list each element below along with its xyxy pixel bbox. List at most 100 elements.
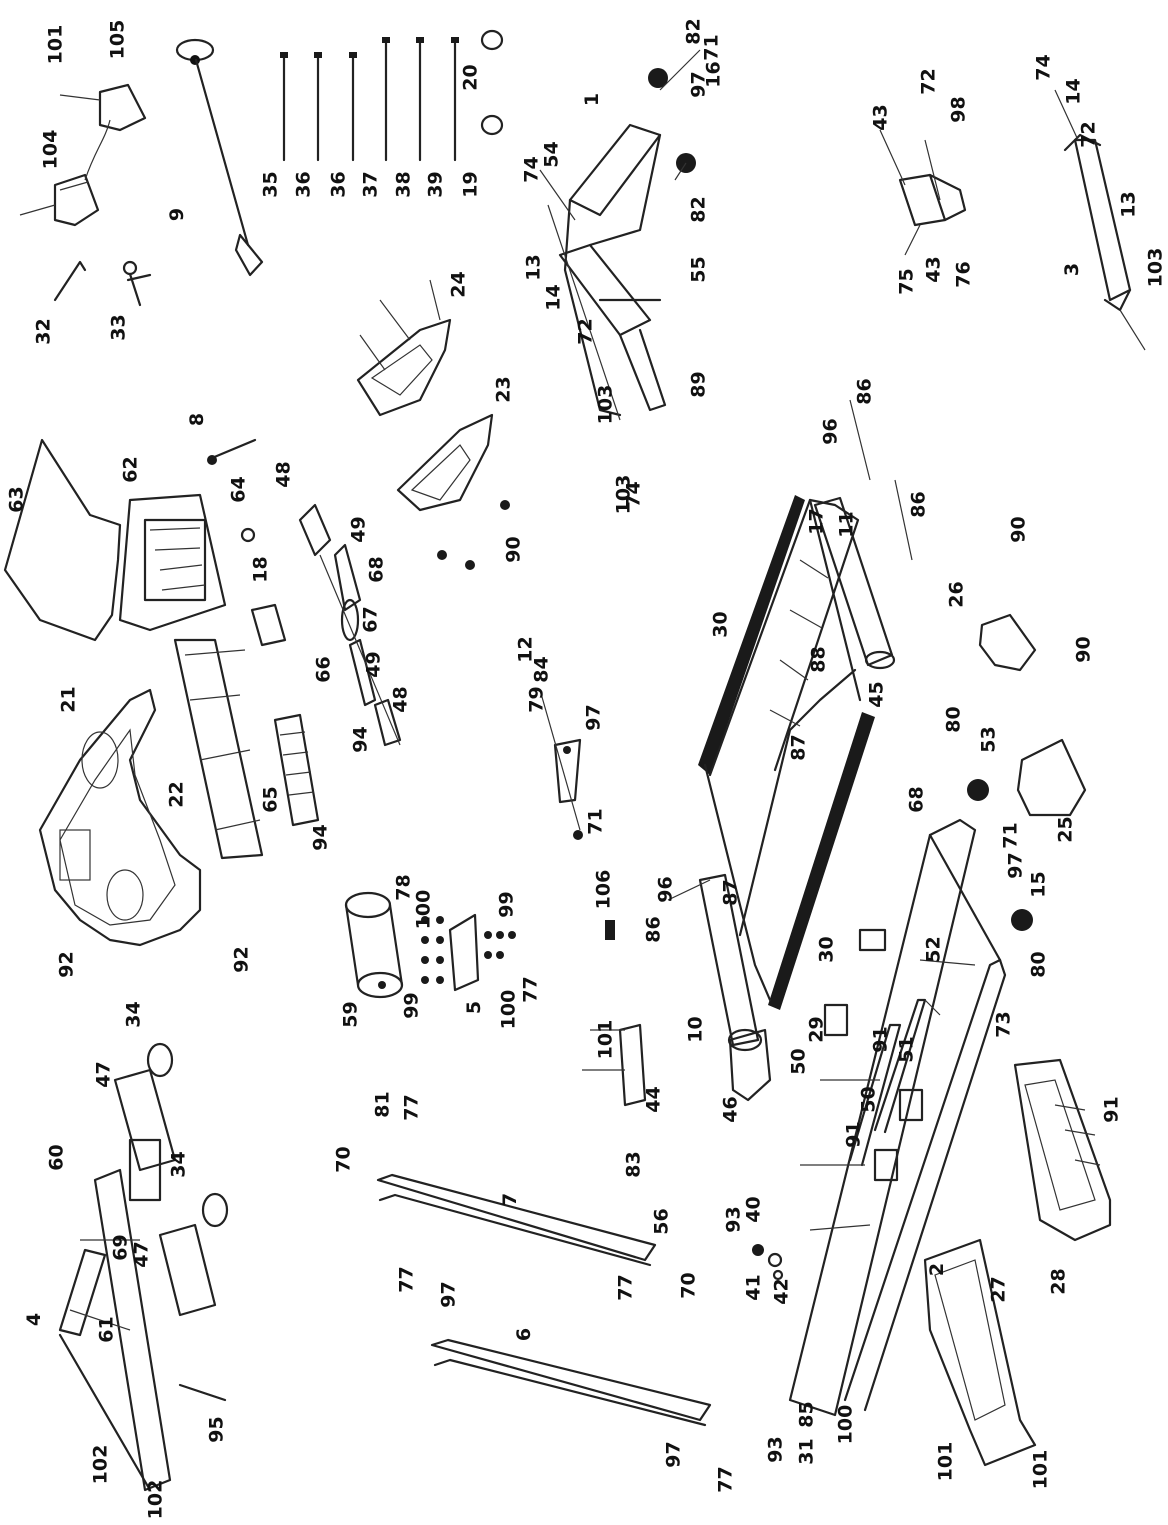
part-number-label: 13: [522, 254, 545, 281]
part-number-label: 77: [614, 1274, 637, 1301]
part-number-label: 6: [513, 1327, 536, 1342]
part-number-label: 102: [144, 1479, 167, 1520]
part-number-label: 69: [109, 1234, 132, 1261]
part-number-label: 31: [795, 1438, 818, 1465]
part-30-rails-and-deck: [698, 495, 875, 1010]
part-number-label: 51: [895, 1036, 918, 1063]
part-25-end-cap: [1016, 738, 1087, 817]
part-number-label: 98: [947, 96, 970, 123]
part-number-label: 88: [807, 646, 830, 673]
part-number-label: 55: [687, 256, 710, 283]
part-19-cap: [480, 114, 504, 136]
part-number-label: 24: [447, 271, 470, 298]
part-33-key: [122, 260, 152, 307]
part-number-label: 85: [795, 1401, 818, 1428]
part-number-label: 13: [1117, 191, 1140, 218]
part-number-label: 34: [167, 1151, 190, 1178]
part-number-label: 74: [520, 156, 543, 183]
part-number-label: 46: [719, 1096, 742, 1123]
part-number-label: 74: [622, 481, 645, 508]
part-number-label: 82: [687, 196, 710, 223]
part-5-bracket: [421, 913, 516, 992]
part-number-label: 106: [592, 869, 615, 910]
part-number-label: 86: [907, 491, 930, 518]
part-95-bolt: [178, 1383, 227, 1402]
part-46-motor-cover: [728, 1028, 772, 1102]
parts-48-49-66-67-68-handle: [298, 503, 402, 747]
part-number-label: 80: [942, 706, 965, 733]
part-number-label: 7: [499, 1192, 522, 1207]
part-number-label: 68: [365, 556, 388, 583]
part-23-side-cover: [396, 413, 510, 570]
part-number-label: 21: [57, 686, 80, 713]
part-24-side-cover: [356, 279, 452, 417]
part-number-label: 72: [574, 318, 597, 345]
part-number-label: 101: [594, 1019, 617, 1060]
part-27-step-cover: [923, 1238, 1037, 1467]
part-number-label: 102: [89, 1444, 112, 1485]
part-number-label: 101: [934, 1441, 957, 1482]
part-18-box: [250, 603, 287, 647]
part-number-label: 103: [594, 384, 617, 425]
part-number-label: 72: [1077, 121, 1100, 148]
part-105-box: [59, 83, 147, 181]
part-number-label: 48: [389, 686, 412, 713]
part-21-console-housing: [38, 688, 202, 947]
part-number-label: 100: [497, 989, 520, 1030]
part-59-roller: [344, 891, 404, 999]
part-number-label: 84: [530, 656, 553, 683]
part-number-label: 62: [119, 456, 142, 483]
part-number-label: 96: [654, 876, 677, 903]
part-number-label: 80: [1027, 951, 1050, 978]
part-number-label: 72: [917, 68, 940, 95]
part-10-front-roller: [667, 873, 763, 1052]
part-104-box: [19, 173, 100, 227]
part-43-bracket: [879, 129, 967, 256]
part-number-label: 14: [1062, 78, 1085, 105]
part-number-label: 83: [622, 1151, 645, 1178]
part-number-label: 71: [700, 34, 723, 61]
part-number-label: 38: [392, 171, 415, 198]
part-number-label: 60: [45, 1144, 68, 1171]
part-number-label: 87: [719, 879, 742, 906]
part-number-label: 86: [853, 378, 876, 405]
part-number-label: 77: [400, 1094, 423, 1121]
part-number-label: 66: [312, 656, 335, 683]
part-26-end-cap: [978, 613, 1037, 672]
part-number-label: 50: [857, 1086, 880, 1113]
part-number-label: 67: [359, 606, 382, 633]
part-number-label: 11: [835, 511, 858, 538]
part-6-upright: [430, 1338, 712, 1427]
part-47-tube-covers: [113, 1068, 217, 1317]
part-number-label: 42: [770, 1278, 793, 1305]
part-number-label: 45: [865, 681, 888, 708]
part-number-label: 89: [687, 371, 710, 398]
part-12-bracket: [539, 689, 583, 840]
part-number-label: 100: [412, 889, 435, 930]
part-number-label: 65: [259, 786, 282, 813]
part-32-wrench: [53, 260, 87, 302]
part-number-label: 28: [1047, 1268, 1070, 1295]
part-number-label: 100: [834, 1404, 857, 1445]
part-62-console: [118, 493, 227, 632]
part-number-label: 91: [1100, 1096, 1123, 1123]
part-number-label: 56: [650, 1208, 673, 1235]
part-number-label: 71: [999, 822, 1022, 849]
part-65-grille: [273, 713, 320, 827]
part-number-label: 75: [895, 268, 918, 295]
part-number-label: 101: [44, 24, 67, 65]
part-number-label: 30: [709, 611, 732, 638]
part-number-label: 37: [359, 171, 382, 198]
part-number-label: 63: [5, 486, 28, 513]
part-number-label: 17: [805, 508, 828, 535]
part-number-label: 27: [987, 1276, 1010, 1303]
part-number-label: 74: [1032, 54, 1055, 81]
part-number-label: 33: [107, 314, 130, 341]
part-number-label: 39: [424, 171, 447, 198]
part-number-label: 97: [582, 704, 605, 731]
part-number-label: 25: [1054, 816, 1077, 843]
part-number-label: 94: [349, 726, 372, 753]
part-number-label: 92: [230, 946, 253, 973]
part-number-label: 105: [106, 19, 129, 60]
part-number-label: 9: [166, 207, 189, 222]
